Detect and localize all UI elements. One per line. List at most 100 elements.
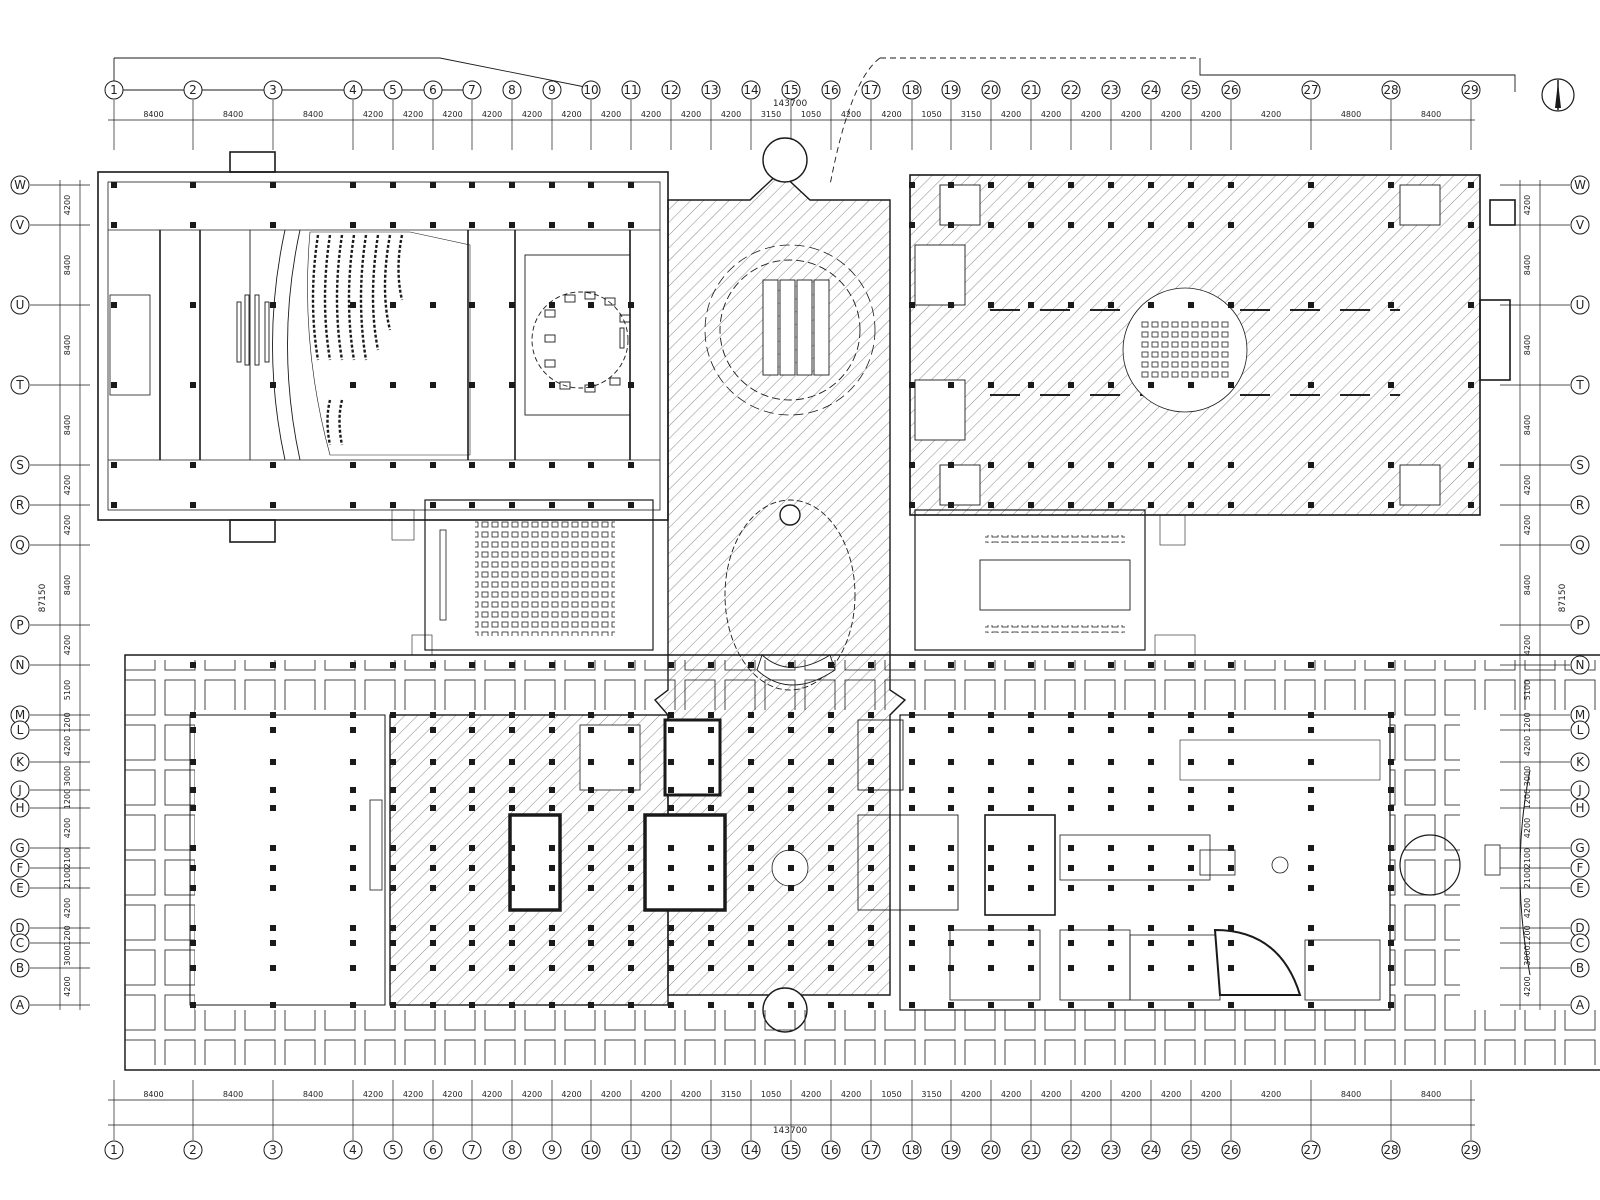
column bbox=[628, 502, 634, 508]
row-spacing-label-left: 4200 bbox=[63, 818, 72, 838]
column bbox=[350, 865, 356, 871]
column bbox=[1388, 805, 1394, 811]
row-axis-marker: B bbox=[10, 958, 30, 978]
column bbox=[190, 182, 196, 188]
column bbox=[1068, 727, 1074, 733]
column bbox=[1188, 1002, 1194, 1008]
column-spacing-label-top: 4200 bbox=[522, 110, 542, 119]
column-axis-label: 7 bbox=[468, 83, 476, 97]
row-axis-marker: J bbox=[1570, 780, 1590, 800]
column bbox=[909, 865, 915, 871]
column bbox=[270, 222, 276, 228]
column bbox=[988, 925, 994, 931]
column bbox=[1188, 662, 1194, 668]
column bbox=[270, 462, 276, 468]
column bbox=[628, 865, 634, 871]
column bbox=[350, 662, 356, 668]
column bbox=[350, 462, 356, 468]
row-axis-marker: W bbox=[1570, 175, 1590, 195]
row-axis-marker: G bbox=[10, 838, 30, 858]
column bbox=[190, 805, 196, 811]
column-spacing-label-top: 4200 bbox=[1201, 110, 1221, 119]
column bbox=[1068, 502, 1074, 508]
column bbox=[1228, 925, 1234, 931]
column-spacing-label-top: 8400 bbox=[303, 110, 323, 119]
column bbox=[1068, 662, 1074, 668]
column bbox=[1028, 502, 1034, 508]
column-axis-label: 17 bbox=[863, 83, 878, 97]
column bbox=[588, 462, 594, 468]
column bbox=[190, 965, 196, 971]
column-spacing-label-bottom: 8400 bbox=[1341, 1090, 1361, 1099]
row-axis-label: H bbox=[1575, 801, 1584, 815]
column bbox=[549, 965, 555, 971]
row-spacing-label-left: 8400 bbox=[63, 575, 72, 595]
column bbox=[350, 502, 356, 508]
column-axis-label: 13 bbox=[703, 1143, 718, 1157]
column bbox=[708, 865, 714, 871]
column bbox=[668, 712, 674, 718]
column bbox=[988, 727, 994, 733]
column-spacing-label-bottom: 1050 bbox=[761, 1090, 781, 1099]
column bbox=[988, 712, 994, 718]
column bbox=[1228, 462, 1234, 468]
column bbox=[1308, 940, 1314, 946]
column-axis-label: 27 bbox=[1303, 1143, 1318, 1157]
column bbox=[469, 382, 475, 388]
column bbox=[509, 727, 515, 733]
column-axis-label: 29 bbox=[1463, 83, 1478, 97]
column bbox=[390, 302, 396, 308]
column bbox=[909, 885, 915, 891]
column bbox=[948, 805, 954, 811]
column bbox=[430, 302, 436, 308]
column bbox=[788, 965, 794, 971]
column bbox=[588, 727, 594, 733]
row-spacing-label-left: 2100 bbox=[63, 848, 72, 868]
row-spacing-label-right: 1200 bbox=[1523, 789, 1532, 809]
column bbox=[868, 940, 874, 946]
column bbox=[1148, 787, 1154, 793]
column-axis-marker: 24 bbox=[1141, 80, 1161, 100]
column bbox=[788, 662, 794, 668]
row-axis-marker: S bbox=[1570, 455, 1590, 475]
column bbox=[509, 885, 515, 891]
column-axis-marker: 20 bbox=[981, 1140, 1001, 1160]
column-axis-marker: 23 bbox=[1101, 80, 1121, 100]
column-axis-label: 24 bbox=[1143, 1143, 1158, 1157]
column bbox=[1468, 302, 1474, 308]
dimension-lines bbox=[59, 119, 1541, 1126]
column bbox=[270, 940, 276, 946]
column bbox=[469, 759, 475, 765]
column bbox=[788, 885, 794, 891]
column-spacing-label-top: 4200 bbox=[1161, 110, 1181, 119]
north-arrow-icon bbox=[1541, 78, 1575, 112]
column-spacing-label-bottom: 4200 bbox=[1161, 1090, 1181, 1099]
row-axis-label: F bbox=[1577, 861, 1584, 875]
column bbox=[1308, 662, 1314, 668]
column bbox=[1108, 382, 1114, 388]
column-axis-label: 1 bbox=[110, 83, 118, 97]
column bbox=[1228, 965, 1234, 971]
column bbox=[588, 940, 594, 946]
row-axis-marker: W bbox=[10, 175, 30, 195]
column bbox=[828, 805, 834, 811]
column bbox=[549, 462, 555, 468]
column bbox=[270, 712, 276, 718]
column bbox=[788, 787, 794, 793]
column-spacing-label-top: 4200 bbox=[1081, 110, 1101, 119]
column bbox=[1028, 787, 1034, 793]
row-spacing-label-right: 4200 bbox=[1523, 736, 1532, 756]
column bbox=[1188, 865, 1194, 871]
column bbox=[1468, 462, 1474, 468]
column bbox=[948, 787, 954, 793]
column bbox=[549, 727, 555, 733]
column bbox=[1188, 502, 1194, 508]
column bbox=[948, 222, 954, 228]
column-axis-label: 2 bbox=[189, 83, 197, 97]
column bbox=[948, 662, 954, 668]
column bbox=[390, 865, 396, 871]
column bbox=[828, 712, 834, 718]
row-axis-label: N bbox=[16, 658, 25, 672]
column bbox=[909, 759, 915, 765]
column-axis-marker: 16 bbox=[821, 80, 841, 100]
